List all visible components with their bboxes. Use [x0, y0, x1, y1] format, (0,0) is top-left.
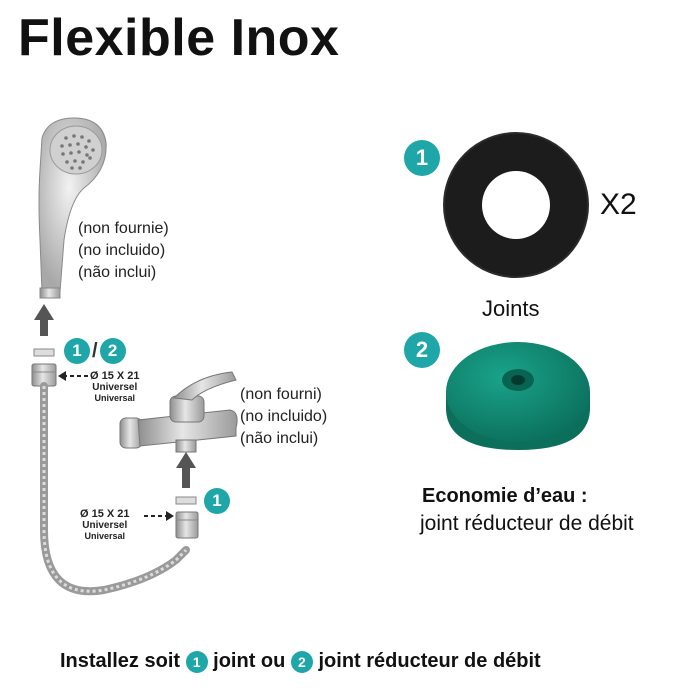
washer-icon — [33, 348, 55, 357]
badge-one: 1 — [64, 338, 90, 364]
spec-lower-size: Ø 15 X 21 — [80, 508, 130, 520]
installation-footer: Installez soit 1 joint ou 2 joint réduct… — [60, 650, 541, 673]
economy-title: Economie d’eau : — [422, 485, 588, 507]
spec-upper-size: Ø 15 X 21 — [90, 370, 140, 382]
shower-not-included-label: (non fournie) (no incluido) (não inclui) — [78, 218, 169, 284]
arrow-up-icon — [34, 304, 54, 336]
badge-two-right: 2 — [404, 332, 440, 368]
footer-badge-two: 2 — [290, 650, 313, 673]
faucet-icon — [119, 371, 238, 453]
washer-quantity: X2 — [600, 188, 637, 221]
badge-two: 2 — [99, 338, 126, 364]
badge-washer-one: 1 — [404, 140, 440, 176]
shower-label-pt: (não inclui) — [78, 264, 157, 281]
spec-lower: Ø 15 X 21 Universel Universal — [80, 508, 130, 541]
footer-part3: joint réducteur de débit — [318, 650, 541, 673]
washer-lower-icon — [175, 496, 197, 505]
spec-lower-en: Universal — [84, 531, 126, 541]
faucet-label-es: (no incluido) — [240, 408, 328, 425]
footer-part2: joint ou — [213, 650, 286, 673]
page-title: Flexible Inox — [18, 9, 340, 67]
shower-head-icon — [38, 117, 107, 299]
black-washer-icon — [443, 132, 589, 278]
hose-nut-icon — [31, 363, 57, 387]
green-reducer-washer-icon — [446, 342, 590, 450]
footer-part1: Installez soit — [60, 650, 181, 673]
joints-label: Joints — [482, 296, 540, 321]
badge-one-right: 1 — [404, 140, 440, 176]
badge-group-lower: 1 — [204, 488, 230, 514]
badge-washer-two: 2 — [404, 332, 440, 368]
shower-label-es: (no incluido) — [78, 242, 166, 259]
shower-label-fr: (non fournie) — [78, 220, 169, 237]
economy-text: joint réducteur de débit — [420, 512, 634, 535]
faucet-label-pt: (não inclui) — [240, 430, 319, 447]
spec-upper-en: Universal — [94, 393, 136, 403]
badge-slash: / — [92, 340, 98, 363]
badge-group-upper: 1/2 — [64, 338, 126, 364]
spec-upper: Ø 15 X 21 Universel Universal — [90, 370, 140, 403]
arrow-up-lower-icon — [176, 452, 196, 488]
spec-lower-fr: Universel — [82, 520, 128, 531]
dashed-arrow-icon — [58, 371, 88, 381]
hose-nut-lower-icon — [175, 511, 199, 539]
faucet-not-included-label: (non fourni) (no incluido) (não inclui) — [240, 384, 327, 450]
footer-badge-one: 1 — [185, 650, 208, 673]
spec-upper-fr: Universel — [92, 382, 138, 393]
dashed-arrow-lower-icon — [144, 511, 174, 521]
badge-one-lower: 1 — [204, 488, 230, 514]
faucet-label-fr: (non fourni) — [240, 386, 322, 403]
